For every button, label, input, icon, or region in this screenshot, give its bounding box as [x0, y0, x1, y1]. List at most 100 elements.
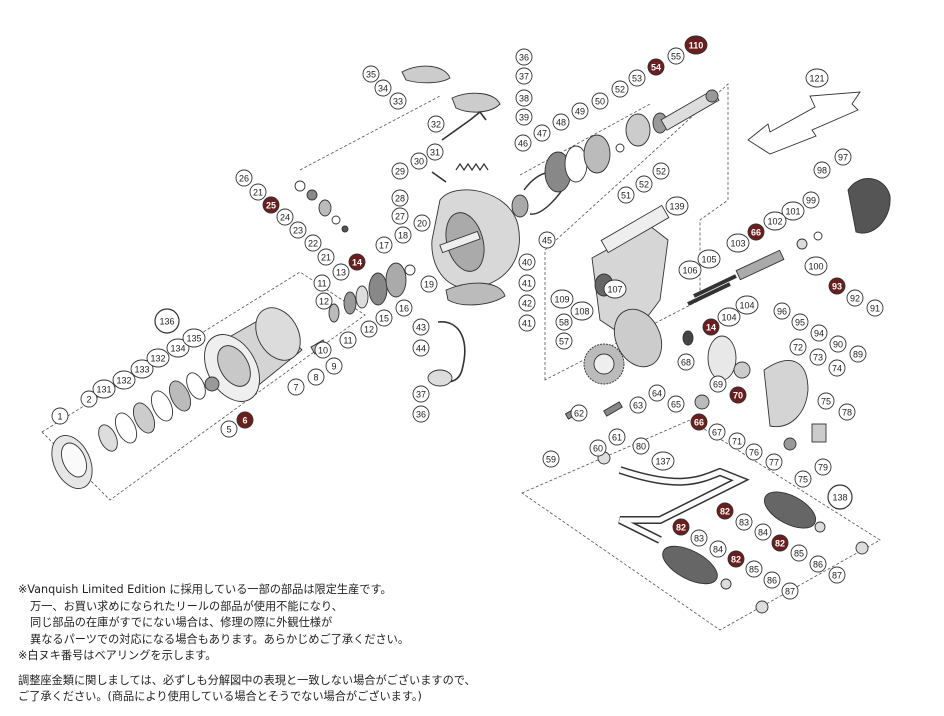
callout-number: 66	[751, 228, 761, 238]
rotor-washer	[511, 194, 529, 218]
callout-circle	[182, 328, 206, 348]
callout-86: 86	[809, 555, 827, 573]
callout-circle	[412, 385, 430, 403]
callout-139: 139	[665, 196, 689, 216]
callout-circle	[304, 234, 322, 252]
callout-number: 60	[593, 444, 603, 454]
callout-98: 98	[813, 161, 831, 179]
callout-circle	[426, 143, 444, 161]
callout-number: 38	[519, 94, 529, 104]
callout-1: 1	[51, 407, 69, 425]
callout-138: 138	[827, 484, 853, 510]
callout-circle	[389, 92, 407, 110]
callout-133: 133	[130, 359, 154, 379]
callout-circle	[518, 274, 536, 292]
callout-circle	[287, 378, 305, 396]
callout-circle	[550, 289, 574, 309]
callout-6: 6	[236, 411, 254, 429]
callout-number: 96	[777, 307, 787, 317]
callout-circle	[828, 277, 846, 295]
callout-47: 47	[533, 124, 551, 142]
callout-number: 14	[706, 323, 716, 333]
callout-number: 80	[636, 442, 646, 452]
callout-circle	[708, 423, 726, 441]
callout-103: 103	[726, 233, 750, 253]
callout-63: 63	[629, 396, 647, 414]
callout-circle	[533, 124, 551, 142]
callout-number: 91	[870, 304, 880, 314]
washer	[404, 264, 416, 276]
line-roller-part	[294, 180, 306, 192]
callout-104: 104	[735, 295, 759, 315]
callout-number: 82	[720, 507, 730, 517]
callout-44: 44	[412, 339, 430, 357]
callout-132: 132	[146, 348, 170, 368]
callout-circle	[515, 67, 533, 85]
callout-99: 99	[802, 191, 820, 209]
callout-62: 62	[570, 404, 588, 422]
callout-20: 20	[413, 214, 431, 232]
callout-number: 84	[713, 545, 723, 555]
callout-number: 133	[134, 365, 149, 375]
callout-121: 121	[805, 68, 829, 88]
shaft-collar	[813, 231, 823, 241]
reel-body-shaft	[439, 230, 481, 254]
callout-76: 76	[745, 443, 763, 461]
callout-circle	[754, 523, 772, 541]
callout-number: 70	[733, 391, 743, 401]
callout-circle	[146, 348, 170, 368]
callout-43: 43	[412, 318, 430, 336]
callout-circle	[555, 313, 573, 331]
callout-84: 84	[709, 540, 727, 558]
callout-circle	[735, 295, 759, 315]
callout-number: 90	[833, 340, 843, 350]
callout-18: 18	[394, 226, 412, 244]
callout-number: 75	[821, 397, 831, 407]
callout-circle	[735, 513, 753, 531]
callout-number: 23	[293, 226, 303, 236]
callout-number: 95	[795, 318, 805, 328]
callout-circle	[608, 428, 626, 446]
callout-circle	[515, 89, 533, 107]
callout-109: 109	[550, 289, 574, 309]
drive-collar	[328, 303, 340, 323]
callout-36: 36	[515, 48, 533, 66]
callout-number: 33	[393, 97, 403, 107]
callout-number: 136	[159, 317, 174, 327]
note-bearing: ※白ヌキ番号はベアリングを示します。	[18, 649, 217, 662]
note-limited-edition-cont: 異なるパーツでの対応になる場合もあります。あらかじめご了承ください。	[30, 632, 410, 646]
callout-circle	[677, 353, 695, 371]
callout-circle	[781, 201, 805, 221]
callout-number: 11	[317, 279, 326, 289]
callout-circle	[362, 65, 380, 83]
spool-rear	[255, 307, 301, 361]
callout-circle	[678, 260, 702, 280]
callout-circle	[652, 162, 670, 180]
pinion-gear	[385, 262, 407, 298]
callout-number: 121	[809, 74, 824, 84]
callout-number: 26	[239, 174, 249, 184]
callout-60: 60	[589, 439, 607, 457]
callout-number: 84	[758, 528, 768, 538]
small-screw	[615, 143, 625, 153]
callout-8: 8	[307, 368, 325, 386]
callout-number: 59	[546, 455, 556, 465]
callout-circle	[92, 379, 116, 399]
callout-number: 69	[713, 380, 723, 390]
guide-line-top	[299, 95, 441, 171]
drive-collar	[343, 291, 357, 315]
callout-circle	[729, 386, 747, 404]
callout-circle	[804, 256, 828, 276]
callout-circle	[789, 338, 807, 356]
callout-number: 44	[416, 344, 426, 354]
callout-number: 37	[416, 390, 426, 400]
callout-66: 66	[690, 413, 708, 431]
callout-106: 106	[678, 260, 702, 280]
callout-137: 137	[651, 451, 675, 471]
callout-number: 53	[632, 74, 642, 84]
callout-74: 74	[828, 359, 846, 377]
callout-number: 17	[379, 241, 389, 251]
callout-number: 86	[767, 576, 777, 586]
callout-circle	[628, 69, 646, 87]
callout-circle	[809, 348, 827, 366]
